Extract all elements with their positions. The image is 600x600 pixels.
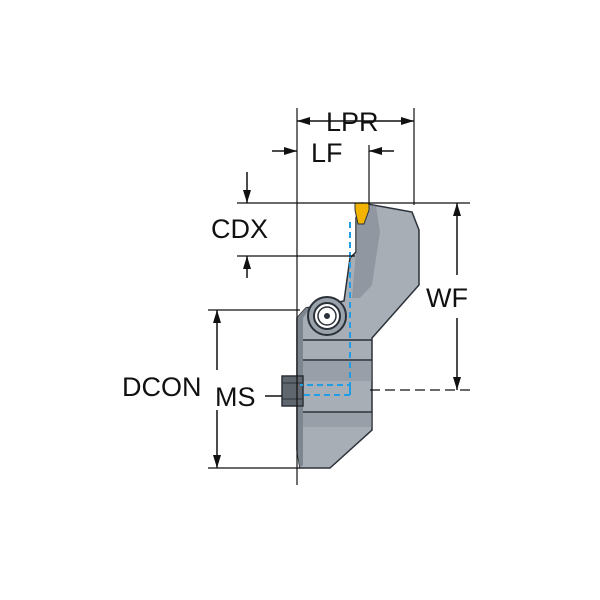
body-band: [303, 413, 372, 427]
cdx-arrow-bottom: [243, 256, 251, 269]
dcon-arrow-top: [213, 310, 221, 323]
tool-body: [281, 202, 420, 469]
wf-label: WF: [426, 283, 468, 313]
wf-arrow-bottom: [453, 377, 461, 390]
lf-arrow-right: [369, 147, 382, 155]
coolant-channel: [300, 222, 351, 396]
cdx-arrow-top: [243, 190, 251, 203]
dcon-label: DCON: [122, 372, 202, 402]
clamp-screw: [307, 296, 347, 336]
lpr-arrow-left: [297, 117, 310, 125]
coupling-stub: [281, 375, 304, 407]
dimension-lines: [208, 108, 470, 485]
lf-arrow-left: [284, 147, 297, 155]
body-band: [303, 361, 372, 381]
ms-label: MS: [215, 382, 256, 412]
cdx-label: CDX: [211, 214, 268, 244]
lpr-arrow-right: [401, 117, 414, 125]
body-side-face: [297, 308, 310, 468]
lpr-label: LPR: [326, 107, 379, 137]
blade-face: [352, 203, 380, 298]
dcon-arrow-bottom: [213, 455, 221, 468]
lf-label: LF: [311, 138, 343, 168]
dimension-labels: LPR LF CDX WF DCON MS: [122, 107, 468, 412]
wf-arrow-top: [453, 203, 461, 216]
